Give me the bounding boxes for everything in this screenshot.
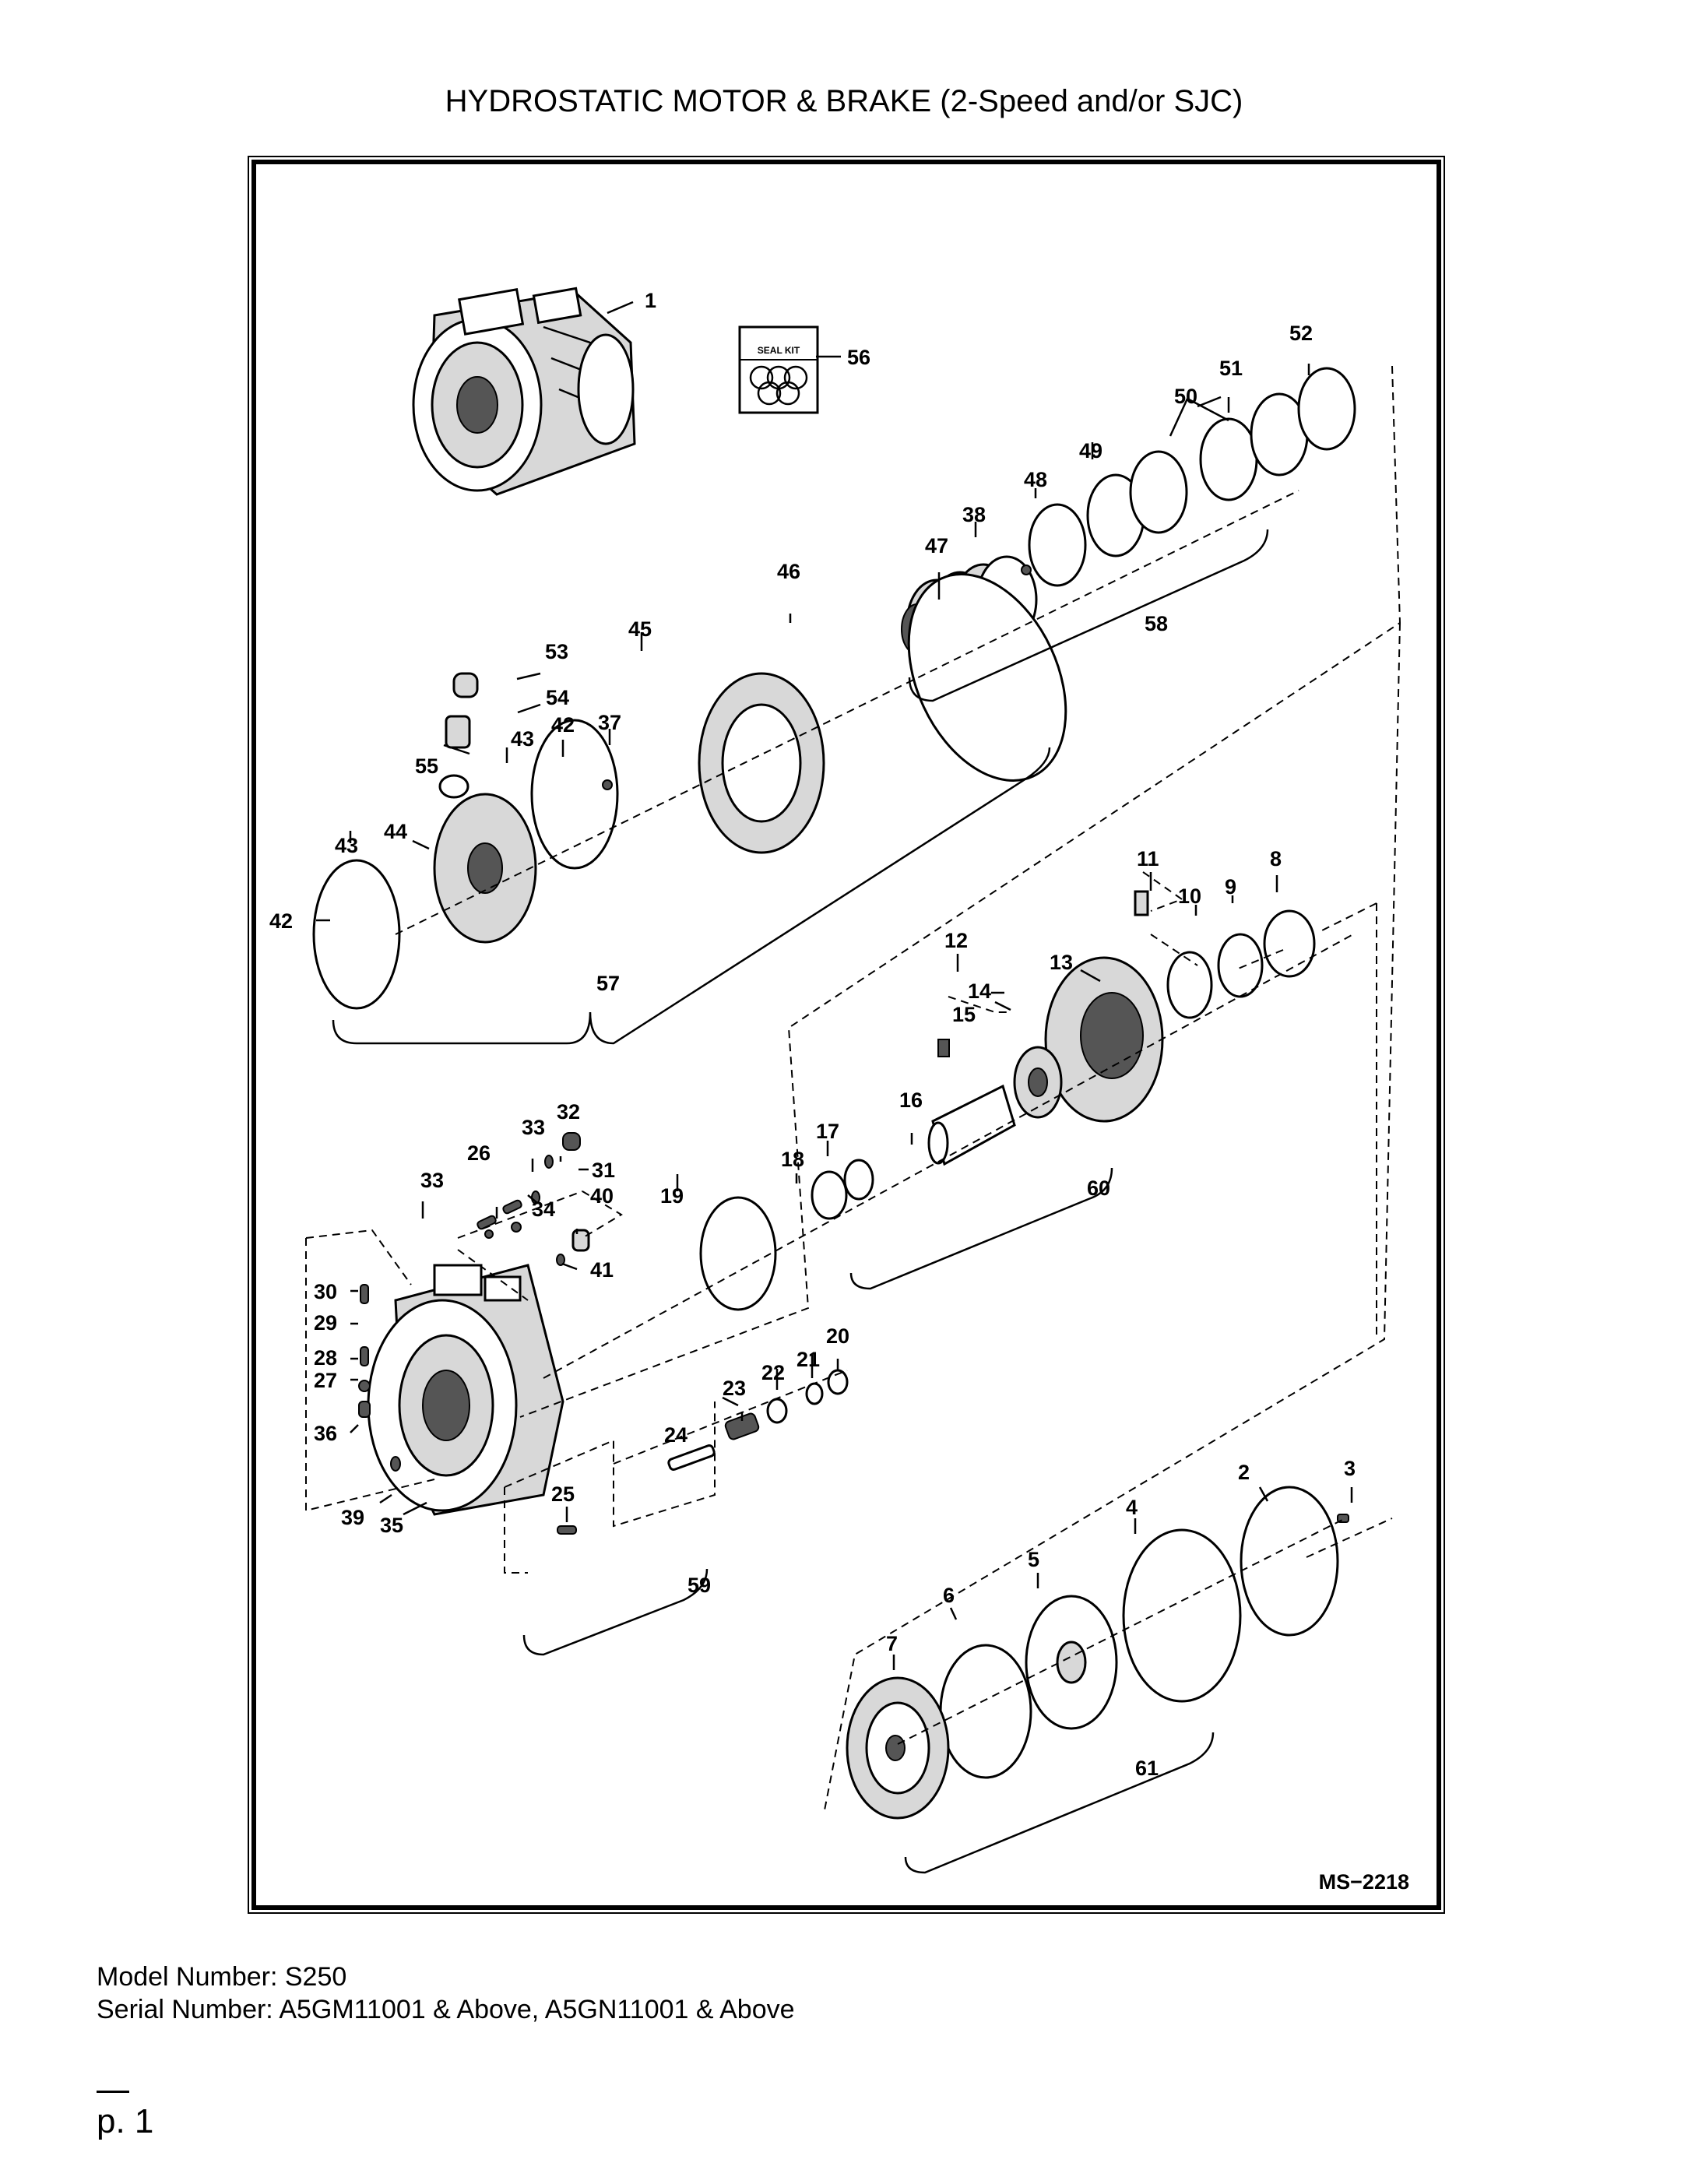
callout-16: 16: [899, 1088, 923, 1112]
callout-33b: 33: [420, 1169, 444, 1192]
callout-35: 35: [380, 1514, 403, 1537]
callout-42b: 42: [269, 909, 293, 933]
callout-49: 49: [1079, 439, 1102, 462]
callout-27: 27: [314, 1369, 337, 1392]
callout-51: 51: [1219, 357, 1243, 380]
page-title: HYDROSTATIC MOTOR & BRAKE (2-Speed and/o…: [445, 84, 1243, 118]
callout-13: 13: [1050, 951, 1073, 974]
callout-21: 21: [797, 1348, 820, 1371]
seal-kit-label: SEAL KIT: [758, 345, 800, 356]
callout-45: 45: [628, 617, 652, 641]
callout-2: 2: [1238, 1461, 1250, 1484]
dashed-outlines: [305, 365, 1401, 1815]
callout-6: 6: [943, 1584, 955, 1607]
callout-12: 12: [944, 929, 968, 952]
callout-20: 20: [826, 1324, 849, 1348]
group-60-drawing: [699, 890, 1316, 1311]
callout-38: 38: [962, 503, 986, 526]
callout-58: 58: [1145, 612, 1168, 635]
callout-56: 56: [847, 346, 870, 369]
callout-17: 17: [816, 1120, 839, 1143]
callout-34: 34: [532, 1198, 555, 1221]
exploded-parts-diagram: SEAL KIT: [248, 156, 1445, 1914]
callout-32: 32: [557, 1100, 580, 1124]
page-number: p. 1: [97, 2102, 154, 2140]
callout-39: 39: [341, 1506, 364, 1529]
outer-border: [248, 156, 1445, 1914]
callout-52: 52: [1289, 322, 1313, 345]
group-59-drawing: [358, 1132, 849, 1535]
seal-kit-box: SEAL KIT: [738, 325, 819, 414]
callout-37: 37: [598, 711, 621, 734]
callout-43a: 43: [511, 727, 534, 751]
callout-11: 11: [1137, 847, 1159, 870]
callout-36: 36: [314, 1422, 337, 1445]
callout-5: 5: [1028, 1548, 1039, 1571]
callout-3: 3: [1344, 1457, 1356, 1480]
callout-43b: 43: [335, 834, 358, 857]
callout-4: 4: [1126, 1496, 1138, 1519]
group-61-drawing: [846, 1486, 1349, 1820]
callout-46: 46: [777, 560, 800, 583]
callout-28: 28: [314, 1346, 337, 1370]
callout-25: 25: [551, 1482, 575, 1506]
group-brackets: [332, 396, 1269, 1874]
callout-10: 10: [1178, 885, 1201, 908]
callout-9: 9: [1225, 875, 1236, 899]
callout-41: 41: [590, 1258, 614, 1282]
callout-26: 26: [467, 1141, 491, 1165]
model-number: Model Number: S250: [97, 1962, 347, 1992]
callout-30: 30: [314, 1280, 337, 1303]
leader-lines: [316, 301, 1353, 1670]
callout-15: 15: [952, 1003, 976, 1026]
callout-42a: 42: [551, 713, 575, 737]
callout-47: 47: [925, 534, 948, 557]
callout-48: 48: [1024, 468, 1047, 491]
callout-24: 24: [664, 1423, 688, 1447]
callout-59: 59: [688, 1574, 711, 1597]
callout-60: 60: [1087, 1176, 1110, 1200]
callout-29: 29: [314, 1311, 337, 1335]
inner-border: [251, 160, 1441, 1910]
callout-40: 40: [590, 1184, 614, 1208]
callout-19: 19: [660, 1184, 684, 1208]
callout-7: 7: [886, 1632, 898, 1655]
center-axes: [395, 490, 1354, 1745]
callout-33a: 33: [522, 1116, 545, 1139]
group-57-drawing: [312, 573, 1067, 1010]
callout-55: 55: [415, 754, 438, 778]
callout-53: 53: [545, 640, 568, 663]
serial-number: Serial Number: A5GM11001 & Above, A5GN11…: [97, 1995, 795, 2024]
callout-labels: 1 52 56 51 50 49 48 38 47 46 58 45 53 54…: [269, 289, 1356, 1780]
callout-23: 23: [723, 1377, 746, 1400]
callout-1: 1: [645, 289, 656, 312]
callout-57: 57: [596, 972, 620, 995]
callout-14: 14: [968, 979, 991, 1003]
drawing-number: MS−2218: [1319, 1870, 1409, 1894]
callout-22: 22: [761, 1361, 785, 1384]
callout-44: 44: [384, 820, 407, 843]
callout-50: 50: [1174, 385, 1197, 408]
callout-18: 18: [781, 1148, 804, 1171]
callout-31: 31: [592, 1159, 615, 1182]
motor-assembly-drawing: [412, 287, 636, 496]
callout-8: 8: [1270, 847, 1282, 870]
callout-54: 54: [546, 686, 569, 709]
callout-61: 61: [1135, 1757, 1159, 1780]
page-number-rule: [97, 2091, 129, 2093]
